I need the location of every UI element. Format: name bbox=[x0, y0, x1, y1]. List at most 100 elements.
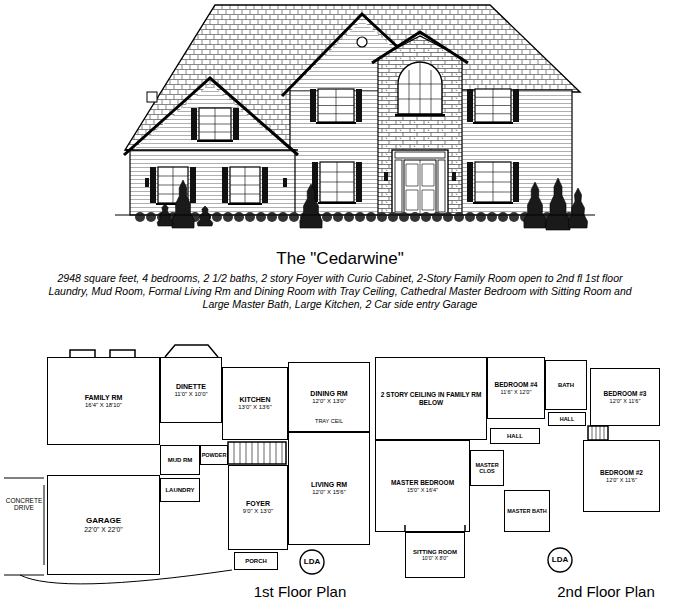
logo-text: LDA bbox=[297, 557, 327, 566]
window bbox=[473, 202, 513, 204]
front-door bbox=[392, 150, 448, 214]
room-name: BATH bbox=[558, 382, 574, 389]
window bbox=[262, 167, 268, 203]
plan-detail bbox=[70, 350, 135, 357]
window bbox=[356, 162, 362, 202]
shrub bbox=[524, 182, 546, 228]
window bbox=[197, 140, 233, 142]
shrub bbox=[498, 212, 508, 222]
shrub bbox=[410, 212, 420, 222]
drive-label: CONCRETE DRIVE bbox=[4, 497, 44, 512]
shrub bbox=[377, 212, 387, 222]
room-name: BEDROOM #2 bbox=[600, 469, 643, 476]
room-name: MASTER BATH bbox=[507, 508, 547, 514]
shrub bbox=[399, 212, 409, 222]
room-name: POWDER bbox=[202, 452, 227, 458]
room-box: BEDROOM #312'0" X 11'6" bbox=[590, 368, 660, 426]
room-box: HALL bbox=[548, 412, 586, 426]
shrub bbox=[267, 212, 277, 222]
room-dimension: 22'0" X 22'0" bbox=[84, 526, 122, 533]
front-door bbox=[395, 152, 445, 158]
shrub bbox=[366, 212, 376, 222]
gable bbox=[125, 149, 298, 151]
stone-entry bbox=[372, 32, 468, 63]
shrub bbox=[546, 178, 570, 230]
shrub bbox=[172, 180, 194, 228]
room-box: BEDROOM #212'0" X 11'6" bbox=[583, 440, 660, 512]
room-name: FOYER bbox=[246, 500, 270, 508]
room-name: DINETTE bbox=[176, 383, 206, 391]
room-box: 2 STORY CEILING IN FAMILY RM BELOW bbox=[375, 357, 487, 440]
shrub bbox=[223, 212, 233, 222]
window bbox=[356, 89, 362, 122]
room-box: FAMILY RM16'4" X 18'10" bbox=[47, 357, 160, 445]
shrub bbox=[245, 212, 255, 222]
gable bbox=[124, 78, 298, 155]
shrub bbox=[388, 212, 398, 222]
plan-detail bbox=[588, 426, 608, 440]
window bbox=[513, 162, 519, 202]
room-dimension: 12'0" X 11'6" bbox=[610, 398, 641, 404]
plan-detail bbox=[4, 345, 608, 584]
window bbox=[475, 162, 511, 202]
shrub bbox=[333, 212, 343, 222]
shrub bbox=[487, 212, 497, 222]
plan-detail bbox=[20, 570, 232, 584]
shrub bbox=[509, 212, 519, 222]
window bbox=[316, 122, 356, 124]
room-dimension: 12'0" X 13'0" bbox=[312, 398, 346, 405]
shrub bbox=[454, 212, 464, 222]
room-box: LIVING RM12'0" X 15'6" bbox=[288, 432, 370, 545]
room-name: BEDROOM #3 bbox=[604, 390, 647, 397]
window bbox=[467, 162, 473, 202]
plan-heading: 1st Floor Plan bbox=[230, 583, 370, 600]
room-box: DINETTE11'0" X 10'0" bbox=[160, 357, 222, 423]
window bbox=[467, 89, 473, 122]
room-dimension: 9'0" X 13'0" bbox=[243, 508, 273, 515]
room-dimension: 15'0" X 16'4" bbox=[407, 487, 438, 493]
front-door bbox=[438, 160, 445, 212]
window bbox=[310, 89, 316, 122]
room-name: HALL bbox=[507, 433, 523, 440]
shrub bbox=[443, 212, 453, 222]
room-name: MUD RM bbox=[168, 457, 193, 464]
plan-detail bbox=[405, 525, 465, 532]
window bbox=[233, 108, 239, 140]
siding-wall bbox=[130, 90, 572, 215]
logo-text: LDA bbox=[545, 555, 575, 564]
room-name: DINING RM bbox=[310, 390, 347, 398]
window bbox=[191, 108, 197, 140]
window bbox=[398, 62, 442, 114]
room-box: POWDER bbox=[200, 445, 228, 465]
window bbox=[320, 162, 354, 202]
shrub bbox=[234, 212, 244, 222]
room-name: MASTER CLOS bbox=[472, 462, 502, 474]
gable bbox=[133, 84, 290, 150]
window bbox=[318, 202, 356, 204]
window bbox=[475, 162, 511, 202]
window bbox=[475, 89, 511, 122]
room-name: HALL bbox=[560, 416, 575, 422]
window bbox=[222, 167, 228, 203]
front-door bbox=[384, 172, 388, 181]
room-dimension: 11'0" X 10'0" bbox=[174, 391, 207, 398]
gable bbox=[357, 37, 367, 47]
front-door bbox=[406, 160, 434, 214]
window bbox=[199, 108, 231, 140]
room-box: LAUNDRY bbox=[160, 478, 200, 502]
plan-detail bbox=[44, 485, 45, 565]
shrub bbox=[146, 212, 156, 222]
shrub bbox=[432, 212, 442, 222]
room-name: PORCH bbox=[245, 558, 267, 565]
room-box: PORCH bbox=[234, 552, 278, 570]
room-dimension: 12'0" X 15'6" bbox=[312, 489, 346, 496]
shrub bbox=[212, 212, 222, 222]
ground-line bbox=[115, 214, 595, 215]
shrub bbox=[256, 212, 266, 222]
window bbox=[230, 167, 260, 203]
room-box: BEDROOM #411'6" X 12'0" bbox=[487, 357, 545, 419]
room-dimension: 11'6" X 12'0" bbox=[501, 389, 532, 395]
siding-wall bbox=[130, 150, 295, 215]
shrub bbox=[289, 212, 299, 222]
